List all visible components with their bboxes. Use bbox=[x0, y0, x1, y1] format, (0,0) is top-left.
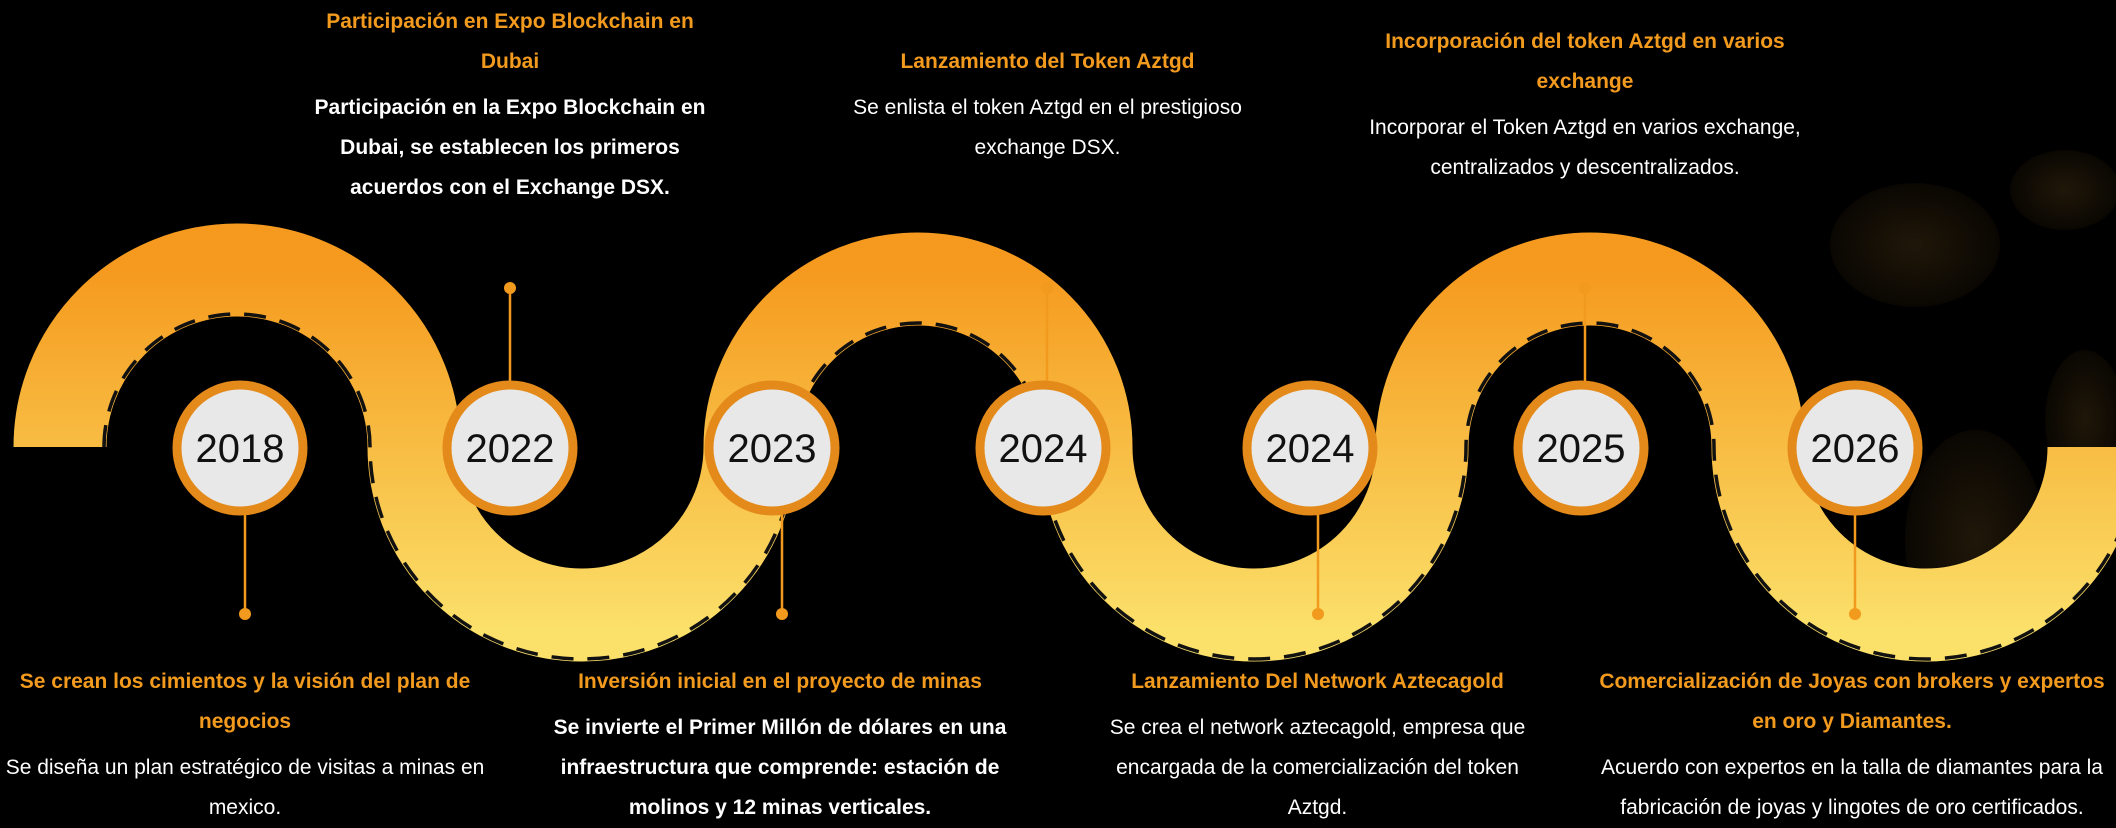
milestone-description: Participación en la Expo Blockchain en D… bbox=[314, 96, 706, 199]
year-label: 2024 bbox=[1266, 427, 1355, 471]
milestone-title: Inversión inicial en el proyecto de mina… bbox=[578, 670, 982, 693]
milestone-2023: Inversión inicial en el proyecto de mina… bbox=[540, 662, 1020, 828]
milestone-2024-token: Lanzamiento del Token Aztgd Se enlista e… bbox=[830, 42, 1265, 168]
milestone-title: Participación en Expo Blockchain en Duba… bbox=[326, 10, 694, 73]
milestone-title: Se crean los cimientos y la visión del p… bbox=[19, 670, 471, 733]
year-node-2025: 2025 bbox=[1513, 380, 1649, 516]
milestone-2025: Incorporación del token Aztgd en varios … bbox=[1345, 22, 1825, 188]
milestone-2024-network: Lanzamiento Del Network Aztecagold Se cr… bbox=[1090, 662, 1545, 828]
milestone-title: Lanzamiento del Token Aztgd bbox=[900, 50, 1195, 73]
milestone-2022: Participación en Expo Blockchain en Duba… bbox=[300, 2, 720, 208]
milestone-description: Incorporar el Token Aztgd en varios exch… bbox=[1369, 116, 1801, 179]
milestone-title: Lanzamiento Del Network Aztecagold bbox=[1131, 670, 1504, 693]
milestone-2026: Comercialización de Joyas con brokers y … bbox=[1588, 662, 2116, 828]
milestone-description: Acuerdo con expertos en la talla de diam… bbox=[1601, 756, 2103, 819]
year-label: 2025 bbox=[1537, 427, 1626, 471]
year-label: 2026 bbox=[1811, 427, 1900, 471]
year-label: 2023 bbox=[728, 427, 817, 471]
connectors bbox=[239, 282, 1861, 620]
year-node-2026: 2026 bbox=[1787, 380, 1923, 516]
year-label: 2022 bbox=[466, 427, 555, 471]
year-node-2022: 2022 bbox=[442, 380, 578, 516]
milestone-description: Se invierte el Primer Millón de dólares … bbox=[553, 716, 1007, 819]
milestone-title: Incorporación del token Aztgd en varios … bbox=[1385, 30, 1785, 93]
milestone-title: Comercialización de Joyas con brokers y … bbox=[1599, 670, 2105, 733]
year-node-2024-a: 2024 bbox=[975, 380, 1111, 516]
year-node-2024-b: 2024 bbox=[1242, 380, 1378, 516]
year-node-2018: 2018 bbox=[172, 380, 308, 516]
year-node-2023: 2023 bbox=[704, 380, 840, 516]
year-label: 2018 bbox=[196, 427, 285, 471]
milestone-description: Se enlista el token Aztgd en el prestigi… bbox=[853, 96, 1242, 159]
milestone-description: Se diseña un plan estratégico de visitas… bbox=[5, 756, 485, 819]
milestone-2018: Se crean los cimientos y la visión del p… bbox=[0, 662, 490, 828]
milestone-description: Se crea el network aztecagold, empresa q… bbox=[1109, 716, 1526, 819]
year-label: 2024 bbox=[999, 427, 1088, 471]
